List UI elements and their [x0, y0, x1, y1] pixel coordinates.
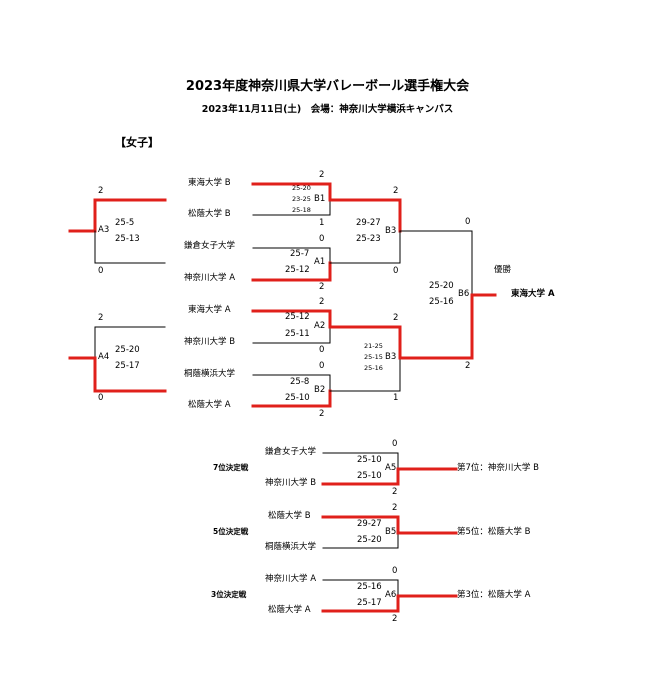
team-name: 神奈川大学 A — [265, 574, 317, 584]
team-name: 松蔭大学 B — [268, 511, 311, 521]
set-score: 23-25 — [292, 195, 311, 203]
set-score: 25-23 — [356, 234, 381, 244]
match-id: B3 — [385, 226, 397, 236]
placement-label: 3位決定戦 — [211, 590, 247, 599]
winner-team: 東海大学 A — [511, 289, 555, 299]
set-count: 0 — [98, 393, 104, 403]
team-name: 神奈川大学 A — [184, 273, 236, 283]
team-name: 松蔭大学 A — [188, 400, 231, 410]
match-id: B1 — [314, 194, 326, 204]
set-count: 2 — [319, 282, 325, 292]
set-score: 25-17 — [357, 598, 382, 608]
page-title: 2023年度神奈川県大学バレーボール選手権大会 — [185, 79, 470, 94]
team-name: 東海大学 A — [188, 305, 231, 315]
set-count: 2 — [319, 409, 325, 419]
set-count: 0 — [98, 266, 104, 276]
match-id: A3 — [98, 225, 110, 235]
team-name: 神奈川大学 B — [265, 478, 317, 488]
team-name: 松蔭大学 A — [268, 605, 311, 615]
team-name: 桐蔭横浜大学 — [184, 369, 236, 379]
set-score: 25-16 — [364, 364, 383, 372]
set-count: 2 — [393, 186, 399, 196]
set-count: 1 — [393, 393, 399, 403]
set-count: 0 — [465, 217, 471, 227]
placement-result: 第7位：神奈川大学 B — [457, 463, 539, 473]
set-score: 25-7 — [290, 249, 310, 259]
set-score: 25-12 — [285, 312, 310, 322]
team-name: 松蔭大学 B — [188, 209, 231, 219]
placement-result: 第3位：松蔭大学 A — [457, 590, 531, 600]
page-subtitle: 2023年11月11日(土) 会場：神奈川大学横浜キャンパス — [201, 104, 454, 115]
set-score: 25-8 — [290, 377, 310, 387]
set-score: 25-10 — [357, 471, 382, 481]
set-score: 25-10 — [285, 393, 310, 403]
set-count: 0 — [319, 345, 325, 355]
set-count: 2 — [98, 313, 104, 323]
set-score: 29-27 — [356, 218, 381, 228]
set-count: 2 — [392, 614, 398, 624]
set-score: 25-20 — [115, 345, 140, 355]
set-score: 25-16 — [429, 297, 454, 307]
placement-label: 7位決定戦 — [213, 463, 249, 472]
set-score: 25-12 — [285, 265, 310, 275]
set-score: 25-16 — [357, 582, 382, 592]
match-id: A5 — [385, 463, 397, 473]
placement-label: 5位決定戦 — [213, 527, 249, 536]
section-heading: 【女子】 — [115, 136, 159, 149]
set-score: 25-18 — [292, 206, 311, 214]
set-count: 0 — [319, 234, 325, 244]
set-score: 29-27 — [357, 519, 382, 529]
match-id: B3 — [385, 352, 397, 362]
team-name: 鎌倉女子大学 — [184, 241, 236, 251]
placement-result: 第5位：松蔭大学 B — [457, 527, 531, 537]
set-score: 25-20 — [292, 184, 311, 192]
set-count: 2 — [392, 487, 398, 497]
set-count: 2 — [319, 170, 325, 180]
set-count: 0 — [319, 361, 325, 371]
team-name: 鎌倉女子大学 — [265, 447, 317, 457]
set-score: 25-10 — [357, 455, 382, 465]
set-count: 1 — [319, 218, 325, 228]
match-id: A2 — [314, 321, 326, 331]
match-id: A4 — [98, 352, 110, 362]
set-score: 25-20 — [429, 281, 454, 291]
set-count: 2 — [393, 313, 399, 323]
set-count: 0 — [392, 439, 398, 449]
set-score: 25-13 — [115, 234, 140, 244]
set-count: 2 — [465, 361, 471, 371]
team-name: 東海大学 B — [188, 178, 231, 188]
set-score: 25-5 — [115, 218, 135, 228]
match-id: A1 — [314, 257, 326, 267]
set-score: 25-17 — [115, 361, 140, 371]
match-id: B5 — [385, 527, 397, 537]
set-count: 2 — [392, 503, 398, 513]
set-count: 0 — [393, 266, 399, 276]
set-score: 25-20 — [357, 535, 382, 545]
set-score: 21-25 — [364, 342, 383, 350]
match-id: A6 — [385, 590, 397, 600]
set-score: 25-15 — [364, 353, 383, 361]
team-name: 桐蔭横浜大学 — [265, 542, 317, 552]
team-name: 神奈川大学 B — [184, 337, 236, 347]
match-id: B2 — [314, 385, 326, 395]
match-id: B6 — [458, 289, 470, 299]
winner-label: 優勝 — [494, 265, 512, 275]
set-score: 25-11 — [285, 329, 310, 339]
set-count: 2 — [98, 186, 104, 196]
set-count: 0 — [392, 566, 398, 576]
set-count: 2 — [319, 297, 325, 307]
